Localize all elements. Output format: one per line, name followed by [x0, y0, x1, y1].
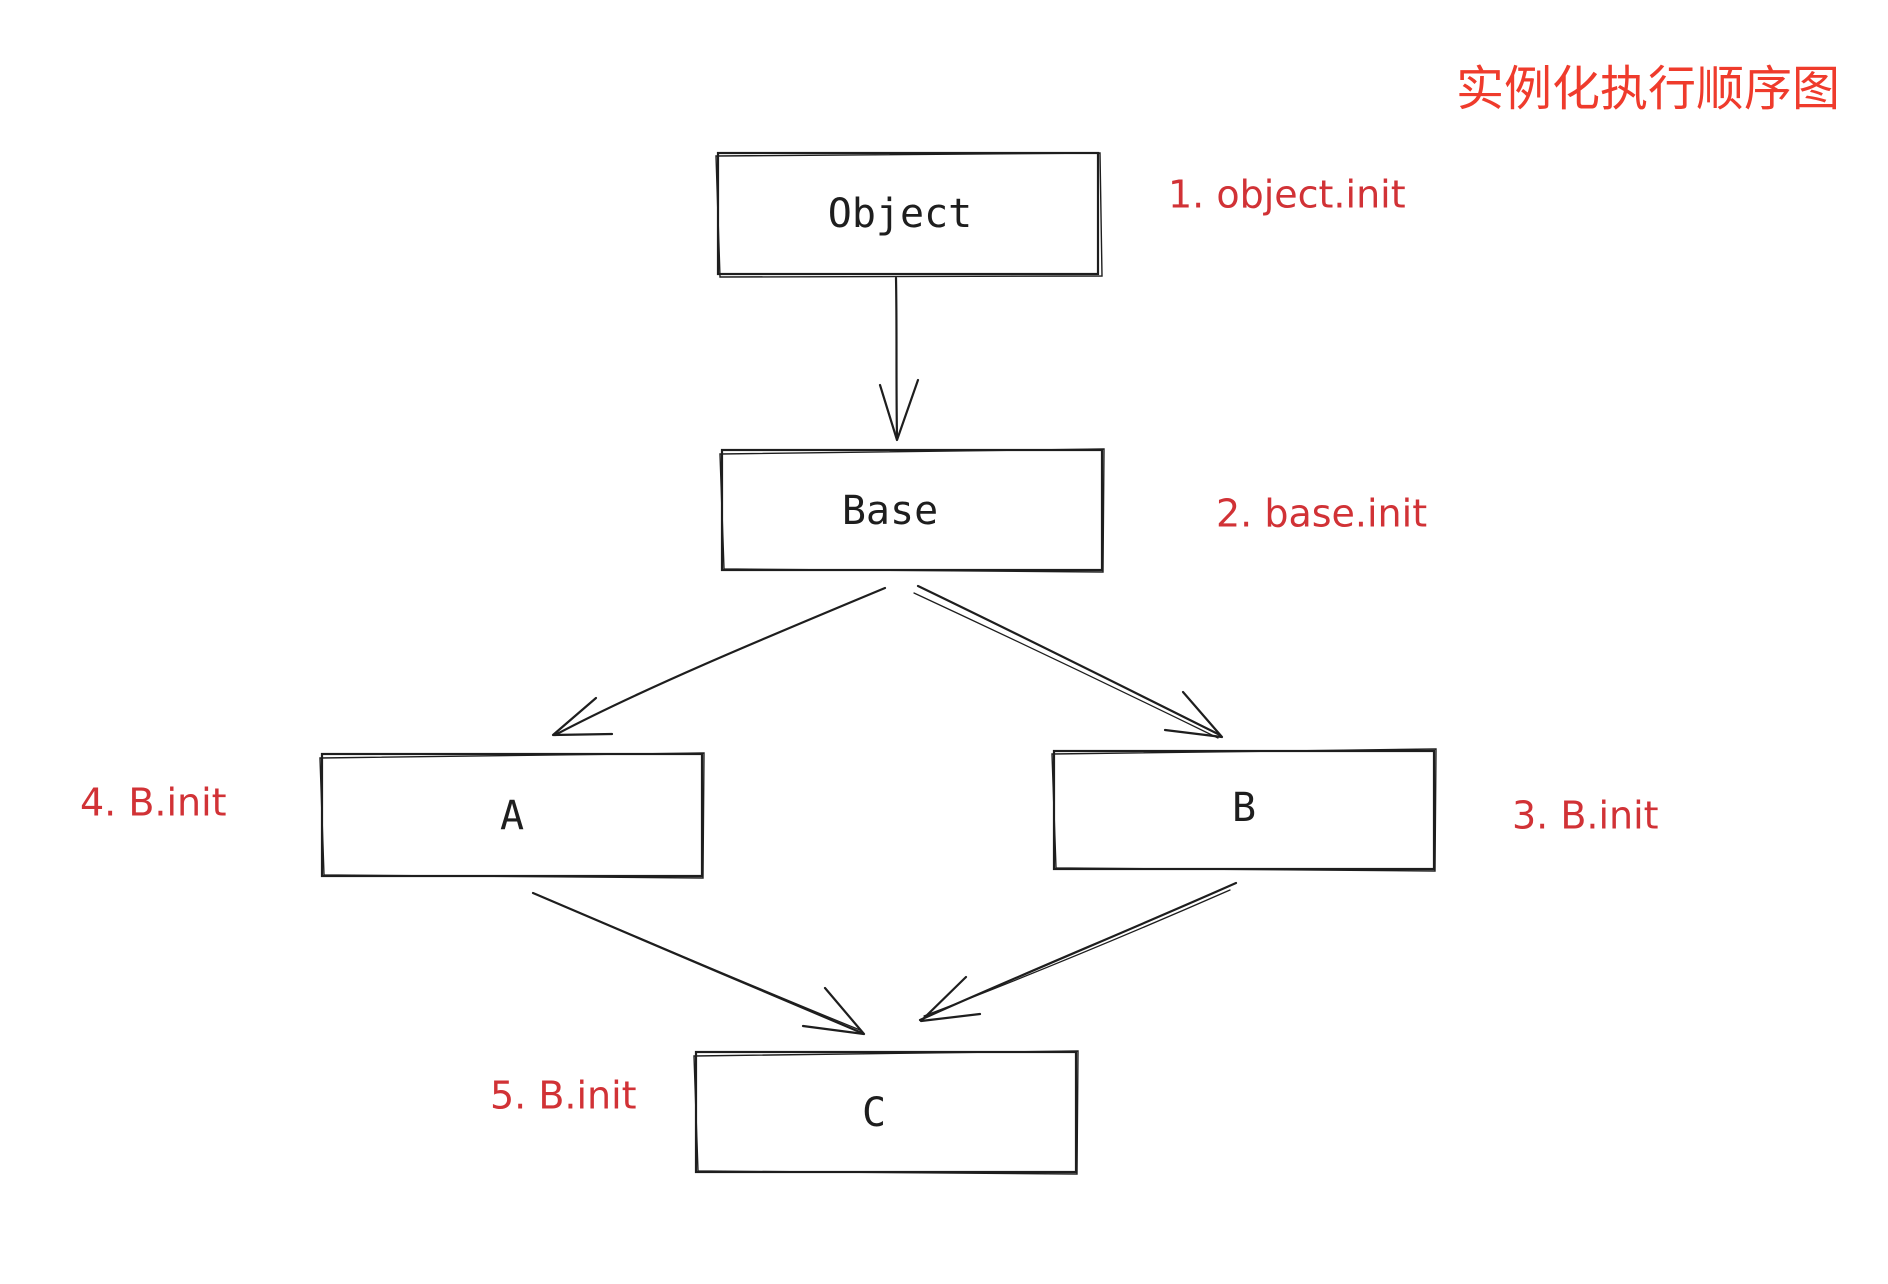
step-label-base: 2. base.init	[1216, 492, 1427, 536]
node-b[interactable]: B	[1051, 748, 1437, 872]
edge-object-to-base	[878, 276, 920, 442]
node-base-label: Base	[842, 488, 938, 534]
node-b-label: B	[1232, 785, 1256, 831]
node-c-label: C	[862, 1090, 886, 1136]
edge-base-to-a	[551, 586, 887, 737]
nodes: Object Base A B C	[319, 151, 1437, 1175]
step-label-a: 4. B.init	[80, 781, 227, 825]
diagram-title: 实例化执行顺序图	[1456, 61, 1840, 117]
edge-base-to-b	[913, 584, 1224, 739]
step-label-b: 3. B.init	[1512, 794, 1659, 838]
edge-a-to-c	[531, 891, 866, 1036]
edge-b-to-c	[918, 881, 1238, 1023]
step-labels: 1. object.init 2. base.init 3. B.init 4.…	[80, 173, 1659, 1118]
node-object[interactable]: Object	[715, 151, 1103, 278]
edges	[531, 276, 1238, 1036]
node-a-label: A	[500, 793, 524, 839]
node-c[interactable]: C	[693, 1050, 1079, 1175]
node-object-label: Object	[828, 191, 973, 237]
node-base[interactable]: Base	[719, 448, 1105, 573]
step-label-c: 5. B.init	[490, 1074, 637, 1118]
node-a[interactable]: A	[319, 752, 705, 879]
step-label-object: 1. object.init	[1168, 173, 1406, 217]
